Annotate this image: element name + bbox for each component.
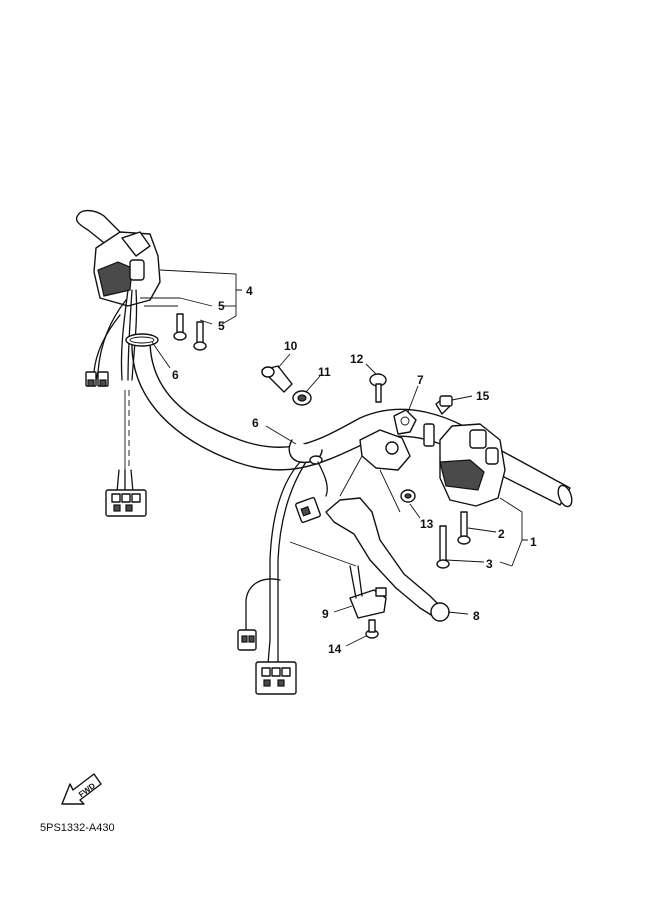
callout-numbers: 1 2 3 4 5 5 6 6 7 8 9 10 11 12 13 14 15 [172,284,537,656]
pin-part-12 [369,373,387,403]
nut-part-13 [400,489,416,503]
cable-tie-left [125,333,159,347]
callout-7: 7 [417,373,424,387]
callout-6a: 6 [172,368,179,382]
right-switch-wiring [245,461,328,641]
left-handlebar-switch [93,231,161,307]
right-handlebar-switch [423,423,506,507]
callout-13: 13 [420,517,434,531]
nut-part-11 [292,390,312,406]
diagram-reference-code: 5PS1332-A430 [40,822,115,834]
right-main-connector [255,639,297,695]
callout-9: 9 [322,607,329,621]
clutch-lever-part-8 [325,497,450,622]
lever-switch-part-9 [349,565,387,619]
callout-6b: 6 [252,416,259,430]
handlebar [75,209,573,508]
callout-4: 4 [246,284,253,298]
lever-holder [359,409,417,471]
callout-12: 12 [350,352,364,366]
callout-5b: 5 [218,319,225,333]
screw-part-14 [365,619,379,639]
screws-part-2-3 [436,511,471,569]
callout-3: 3 [486,557,493,571]
fwd-direction-arrow: FWD [61,773,102,805]
harness-small-connector [237,629,257,651]
callout-2: 2 [498,527,505,541]
callout-10: 10 [284,339,298,353]
callout-8: 8 [473,609,480,623]
screws-part-5 [173,313,207,351]
left-small-connectors [85,371,109,387]
leader-lines [140,269,528,647]
left-main-connector [105,469,147,517]
callout-5a: 5 [218,299,225,313]
bolt-part-15 [435,395,453,415]
middle-small-connector [295,497,321,523]
callout-15: 15 [476,389,490,403]
callout-14: 14 [328,642,342,656]
left-switch-wiring [93,289,138,470]
callout-1: 1 [530,535,537,549]
pivot-bolt-part-10 [261,365,293,393]
callout-11: 11 [318,365,331,379]
